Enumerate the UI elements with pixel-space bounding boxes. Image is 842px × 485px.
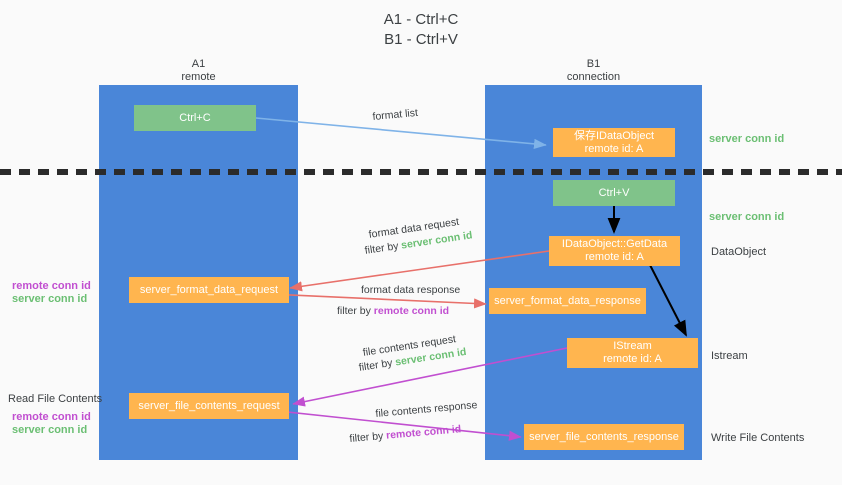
- label-write-file-contents: Write File Contents: [711, 432, 805, 444]
- label-read-file-contents: Read File Contents: [8, 393, 103, 405]
- filter-prefix-text: filter by: [349, 429, 387, 445]
- label-dataobject: DataObject: [711, 246, 767, 258]
- filter-value-remote-conn-id: remote conn id: [385, 423, 462, 442]
- box-server-format-data-request[interactable]: server_format_data_request: [129, 277, 289, 303]
- box-server-file-contents-response[interactable]: server_file_contents_response: [524, 424, 684, 450]
- label-server-conn-id-mid: server conn id: [709, 211, 785, 223]
- label-file-server-conn-id: server conn id: [12, 424, 88, 436]
- box-save-idataobject[interactable]: 保存IDataObject remote id: A: [553, 128, 675, 157]
- filter-prefix-text: filter by: [364, 239, 403, 257]
- filter-value-remote-conn-id: remote conn id: [373, 305, 450, 317]
- label-format-remote-conn-id: remote conn id: [12, 280, 91, 292]
- box-server-file-contents-request[interactable]: server_file_contents_request: [129, 393, 289, 419]
- annotation-format-list: format list: [372, 106, 419, 123]
- filter-prefix-text: filter by: [337, 305, 374, 317]
- label-format-server-conn-id: server conn id: [12, 293, 88, 305]
- annotation-file-contents-response: file contents response: [375, 399, 478, 420]
- lane-header-b1: B1 connection: [485, 58, 702, 84]
- box-getdata[interactable]: IDataObject::GetData remote id: A: [549, 236, 680, 266]
- annotation-file-contents-response-filter: filter by remote conn id: [349, 423, 462, 446]
- annotation-format-data-response-filter: filter by remote conn id: [337, 305, 449, 318]
- box-ctrl-c[interactable]: Ctrl+C: [134, 105, 256, 131]
- page-title: A1 - Ctrl+C B1 - Ctrl+V: [383, 11, 459, 48]
- lane-a1-name: A1: [191, 58, 206, 70]
- lane-header-a1: A1 remote: [99, 58, 298, 84]
- box-istream[interactable]: IStream remote id: A: [567, 338, 698, 368]
- lane-a1-sub: remote: [181, 71, 216, 83]
- label-server-conn-id-top: server conn id: [709, 133, 785, 145]
- lane-b1-name: B1: [586, 58, 601, 70]
- box-server-format-data-response[interactable]: server_format_data_response: [489, 288, 646, 314]
- label-istream: Istream: [711, 350, 748, 362]
- lane-b1-sub: connection: [566, 71, 621, 83]
- box-ctrl-v[interactable]: Ctrl+V: [553, 180, 675, 206]
- label-file-remote-conn-id: remote conn id: [12, 411, 91, 423]
- annotation-format-data-response: format data response: [361, 284, 461, 296]
